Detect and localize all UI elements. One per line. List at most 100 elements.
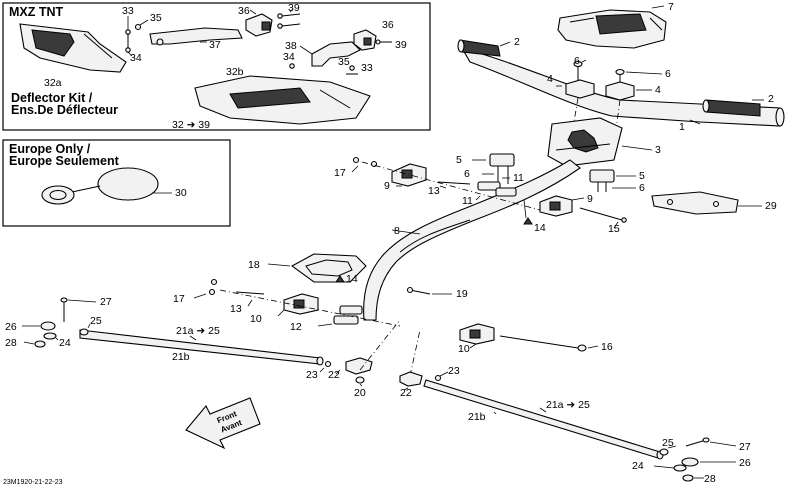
callout-20: 20: [354, 387, 366, 399]
support-9-right: 9 15: [539, 193, 627, 235]
cover-18: 18: [248, 253, 367, 283]
callout-29: 29: [765, 200, 777, 212]
callout-18: 18: [248, 259, 260, 271]
link-20: 20 23 22: [306, 357, 373, 399]
callout-6-mid-left: 6: [464, 168, 470, 180]
clamp-4-right: 4 6: [605, 68, 671, 101]
tie-rod-right: 22 23 21a ➜ 25 21b 27 25 26 24 28: [399, 365, 751, 485]
callout-21b-left: 21b: [172, 351, 190, 363]
callout-2-right: 2: [768, 93, 774, 105]
handlebar-pad-7: 7: [557, 1, 674, 49]
deflector-32a-window: [31, 29, 75, 57]
callout-36-top: 36: [238, 5, 250, 17]
callout-13-bottom: 13: [230, 303, 242, 315]
europe-only-box: Europe Only / Europe Seulement 30: [2, 139, 231, 227]
lower-support: 17 13 10 12 19: [173, 278, 468, 333]
callout-39-right: 39: [395, 39, 407, 51]
callout-36-right: 36: [382, 19, 394, 31]
callout-34-right: 34: [283, 51, 295, 63]
front-direction-arrow: Front Avant: [185, 397, 261, 450]
callout-27-left: 27: [100, 296, 112, 308]
deflector-range-label: 32 ➜ 39: [172, 119, 210, 131]
model-title: MXZ TNT: [9, 5, 64, 19]
callout-2-left: 2: [514, 36, 520, 48]
callout-33-right: 33: [361, 62, 373, 74]
mirror-30: [97, 167, 159, 201]
europe-title-fr: Europe Seulement: [9, 154, 120, 168]
callout-11-lower: 11: [462, 195, 473, 207]
callout-15: 15: [608, 223, 620, 235]
callout-13-top: 13: [428, 185, 440, 197]
callout-16: 16: [601, 341, 613, 353]
callout-23-right: 23: [448, 365, 460, 377]
adhesive-14-upper: 14: [523, 199, 546, 234]
callout-6-mid-right: 6: [639, 182, 645, 194]
callout-35-left: 35: [150, 12, 162, 24]
callout-37: 37: [209, 39, 221, 51]
callout-28-right: 28: [704, 473, 716, 485]
deflector-32b-logo-panel: [229, 87, 311, 109]
callout-9-right: 9: [587, 193, 593, 205]
callout-8: 8: [394, 225, 400, 237]
callout-10-right: 10: [458, 343, 470, 355]
callout-6-top-left: 6: [574, 55, 580, 67]
clamp-4-left: 4 6: [547, 55, 595, 99]
handlebar-1: 1: [460, 47, 785, 133]
callout-14-lower: 14: [346, 273, 358, 285]
callout-34-left: 34: [130, 52, 142, 64]
callout-21a-right: 21a ➜ 25: [546, 399, 590, 411]
diagram-reference-code: 23M1920-21-22-23: [3, 479, 63, 486]
callout-22-left: 22: [328, 369, 340, 381]
callout-28-left: 28: [5, 337, 17, 349]
callout-4-left: 4: [547, 73, 553, 85]
callout-38: 38: [285, 40, 297, 52]
callout-14-upper: 14: [534, 222, 546, 234]
callout-17-bottom: 17: [173, 293, 185, 305]
callout-19: 19: [456, 288, 468, 300]
callout-5-lower: 5: [639, 170, 645, 182]
callout-6-top-right: 6: [665, 68, 671, 80]
support-9-left: 9 17 13: [334, 156, 471, 197]
callout-12: 12: [290, 321, 302, 333]
bracket-38: [311, 41, 361, 67]
adhesive-14-lower: 14: [335, 273, 358, 285]
callout-32a: 32a: [44, 77, 62, 89]
callout-27-right: 27: [739, 441, 751, 453]
deflector-kit-title-en: Deflector Kit /: [11, 91, 93, 105]
callout-24-right: 24: [632, 460, 644, 472]
clamp-5-lower: 5 6: [589, 169, 645, 194]
tie-rod-left: 21a ➜ 25 21b 27 26 24 28 25: [5, 296, 324, 366]
grip-2-left: 2: [457, 36, 520, 57]
bracket-37: [149, 27, 243, 45]
steering-arm-right: 10 16: [458, 323, 613, 355]
callout-11-upper: 11: [513, 172, 524, 184]
clamp-5-upper: 5 6: [456, 153, 515, 184]
callout-9-left: 9: [384, 180, 390, 192]
deflector-kit-box: MXZ TNT Deflector Kit / Ens.De Déflecteu…: [2, 2, 431, 131]
callout-4-right: 4: [655, 84, 661, 96]
bushing-11: 11 11: [462, 172, 524, 207]
callout-25-right: 25: [662, 437, 674, 449]
callout-35-right: 35: [338, 56, 350, 68]
callout-7: 7: [668, 1, 674, 13]
plate-29: 29: [651, 191, 777, 215]
steering-column-8: 8: [363, 159, 581, 321]
callout-23-left: 23: [306, 369, 318, 381]
callout-39-top: 39: [288, 2, 300, 14]
callout-1: 1: [679, 121, 685, 133]
callout-32b: 32b: [226, 66, 244, 78]
callout-10-left: 10: [250, 313, 262, 325]
callout-33-left: 33: [122, 5, 134, 17]
callout-26-left: 26: [5, 321, 17, 333]
callout-25-left: 25: [90, 315, 102, 327]
callout-21a-left: 21a ➜ 25: [176, 325, 220, 337]
callout-5-upper: 5: [456, 154, 462, 166]
grip-2-right: 2: [702, 93, 774, 117]
callout-3: 3: [655, 144, 661, 156]
callout-24-left: 24: [59, 337, 71, 349]
riser-3: 3: [547, 117, 661, 167]
europe-title-en: Europe Only /: [9, 142, 91, 156]
callout-21b-right: 21b: [468, 411, 486, 423]
callout-30: 30: [175, 187, 187, 199]
